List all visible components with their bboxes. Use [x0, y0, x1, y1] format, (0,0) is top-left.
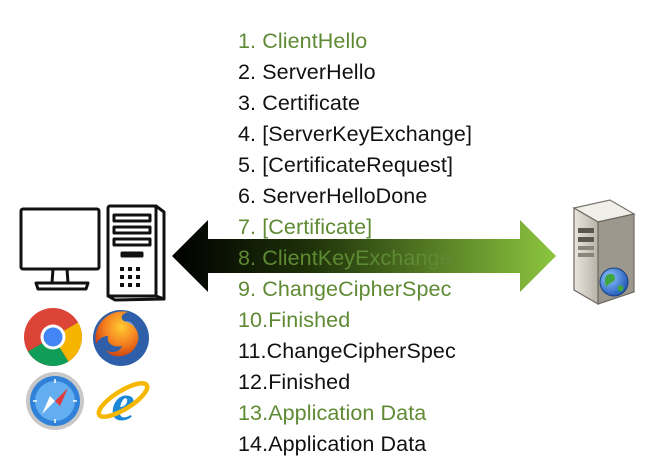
internet-explorer-icon: e: [96, 375, 150, 432]
handshake-step: 13.Application Data: [238, 401, 427, 425]
handshake-step: 10.Finished: [238, 308, 351, 332]
handshake-step: 11.ChangeCipherSpec: [238, 339, 456, 363]
desktop-computer-icon: [19, 204, 166, 302]
handshake-step-list: 1. ClientHello 2. ServerHello 3. Certifica…: [238, 26, 472, 460]
firefox-icon: [93, 310, 149, 366]
double-arrow: [172, 220, 556, 292]
chrome-icon: [24, 308, 82, 366]
handshake-step: 9. ChangeCipherSpec: [238, 277, 452, 301]
server-tower-icon: [572, 199, 636, 306]
handshake-step: 3. Certificate: [238, 91, 361, 115]
svg-text:e: e: [111, 375, 134, 432]
handshake-step: 12.Finished: [238, 370, 351, 394]
handshake-step: 8. ClientKeyExchange: [238, 246, 452, 270]
handshake-step: 14.Application Data: [238, 432, 427, 456]
browser-icons: e: [22, 306, 158, 432]
handshake-step: 4. [ServerKeyExchange]: [238, 122, 473, 146]
handshake-step: 1. ClientHello: [238, 29, 368, 53]
handshake-step: 7. [Certificate]: [238, 215, 373, 239]
handshake-step: 5. [CertificateRequest]: [238, 153, 454, 177]
handshake-step: 2. ServerHello: [238, 60, 376, 84]
handshake-step: 6. ServerHelloDone: [238, 184, 428, 208]
safari-icon: [26, 372, 84, 430]
